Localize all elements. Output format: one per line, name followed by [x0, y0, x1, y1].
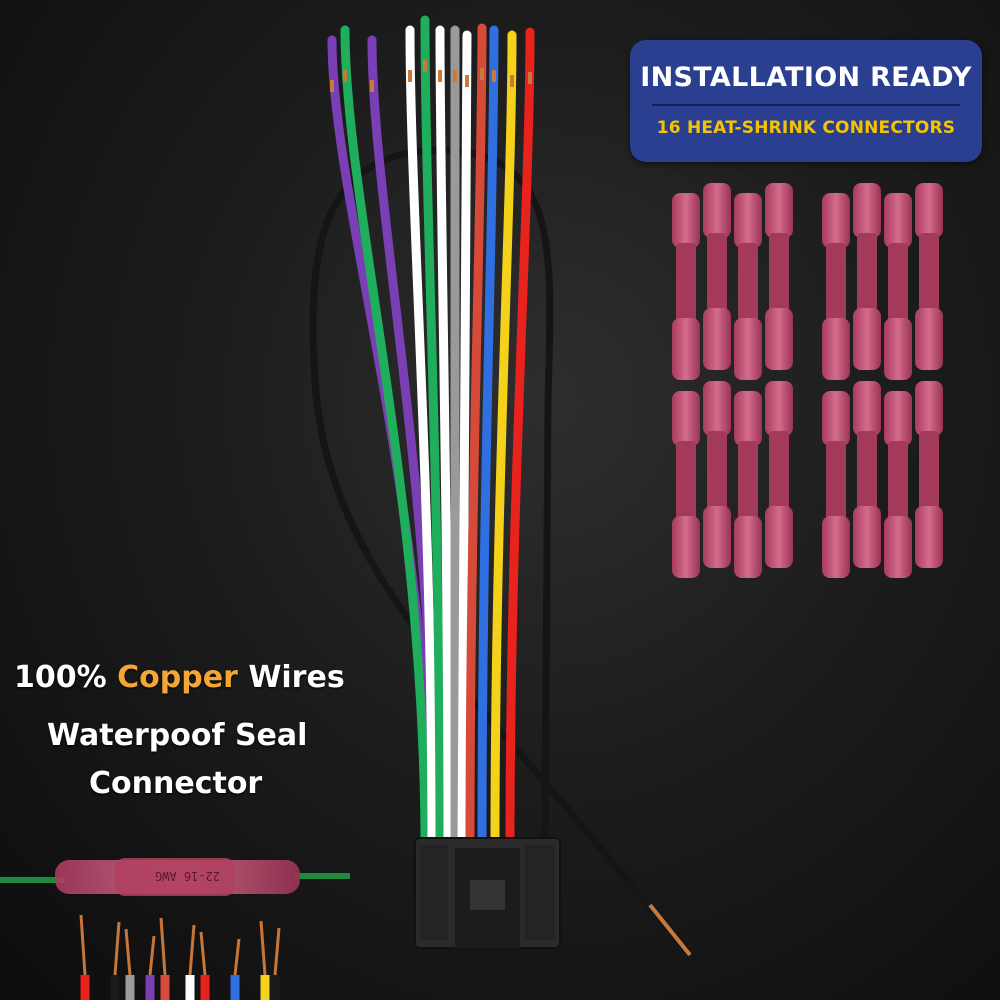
badge-title: INSTALLATION READY [640, 62, 972, 93]
wire [420, 15, 445, 850]
inset-copper-wire-ends [79, 914, 281, 1000]
wire [465, 23, 487, 850]
wire [477, 25, 499, 850]
heat-shrink-connectors [672, 183, 943, 578]
copper-prefix: 100% [14, 660, 107, 695]
heat-shrink-connector [822, 391, 850, 578]
installation-ready-badge: INSTALLATION READY 16 HEAT-SHRINK CONNEC… [630, 40, 982, 162]
inset-copper-strand [113, 921, 121, 976]
badge-divider [652, 104, 960, 106]
inset-copper-strand [79, 914, 87, 976]
copper-suffix: Wires [248, 660, 345, 695]
inset-copper-strand [199, 931, 207, 976]
heat-shrink-connector [915, 183, 943, 370]
wire [505, 27, 535, 850]
bare-copper-tip [648, 903, 692, 957]
heat-shrink-connector [884, 193, 912, 380]
wire [405, 25, 437, 850]
inset-copper-strand [233, 938, 241, 976]
feature-copper: 100% Copper Wires [14, 660, 345, 695]
copper-accent: Copper [117, 660, 238, 695]
feature-waterproof: Waterpoof Seal [47, 718, 308, 753]
heat-shrink-connector [853, 381, 881, 568]
heat-shrink-connector [734, 193, 762, 380]
heat-shrink-connector [703, 381, 731, 568]
heat-shrink-connector [915, 381, 943, 568]
wire [340, 25, 430, 850]
wire [490, 30, 517, 850]
heat-shrink-connector [853, 183, 881, 370]
wire-bundle [327, 15, 535, 850]
wire-harness [309, 15, 693, 958]
heat-shrink-connector [765, 183, 793, 370]
heat-shrink-connector [672, 193, 700, 380]
inset-copper-strand [273, 927, 281, 976]
heat-shrink-connector [765, 381, 793, 568]
badge-subtitle: 16 HEAT-SHRINK CONNECTORS [656, 118, 956, 138]
wire [435, 25, 453, 850]
heat-shrink-connector [672, 391, 700, 578]
wire [457, 30, 472, 850]
inset-copper-strand [188, 924, 196, 976]
inset-marking: 22-16 AWG [155, 869, 220, 883]
heat-shrink-connector [734, 391, 762, 578]
inset-copper-strand [148, 935, 156, 976]
inset-copper-strand [259, 920, 267, 976]
inset-copper-strand [159, 917, 167, 976]
feature-connector: Connector [89, 766, 263, 801]
heat-shrink-connector [703, 183, 731, 370]
inset-spliced-wire: 22-16 AWG [0, 858, 350, 896]
heat-shrink-connector [884, 391, 912, 578]
heat-shrink-connector [822, 193, 850, 380]
inset-copper-strand [124, 928, 132, 976]
plug-connector [414, 837, 561, 949]
